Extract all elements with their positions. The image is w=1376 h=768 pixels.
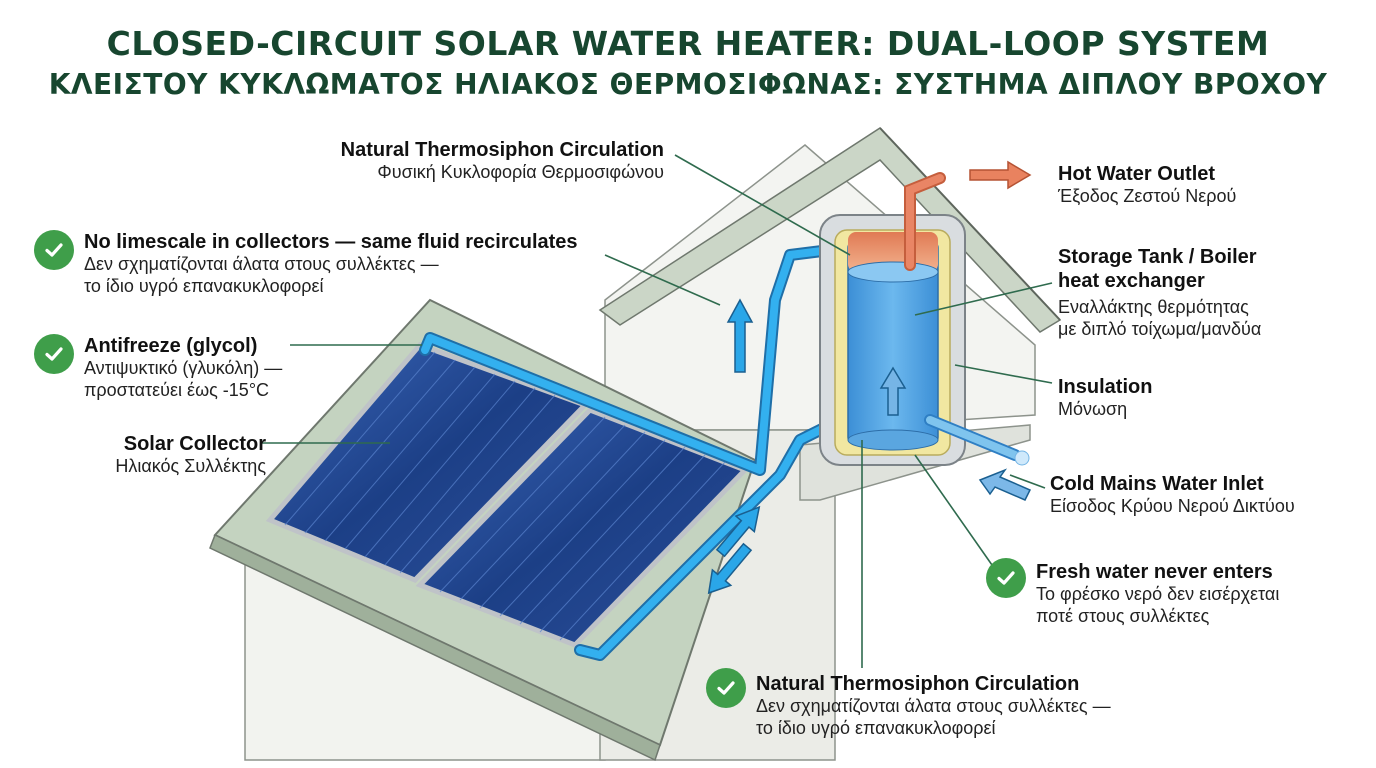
check-circle-icon [706,668,746,708]
storage-tank [819,172,1030,466]
check-circle-icon [986,558,1026,598]
flow-arrow-hot-out-icon [969,160,1032,190]
flow-arrows [707,160,1032,595]
check-circle-icon [34,230,74,270]
callout-thermosiphon-bottom: Natural Thermosiphon Circulation Δεν σχη… [756,673,1111,738]
label-cold-mains-inlet: Cold Mains Water Inlet Είσοδος Κρύου Νερ… [1050,473,1295,516]
solar-collector-panels [265,342,750,648]
label-solar-collector: Solar Collector Ηλιακός Συλλέκτης [115,433,266,476]
collector-loop-pipes [419,244,836,661]
flow-arrow-up-icon [726,298,754,373]
label-thermosiphon-top: Natural Thermosiphon Circulation Φυσική … [340,139,664,182]
flow-arrow-cold-in-icon [978,468,1032,501]
callout-no-limescale: No limescale in collectors — same fluid … [84,231,578,296]
title-english: CLOSED-CIRCUIT SOLAR WATER HEATER: DUAL-… [106,24,1270,63]
flow-arrow-riser-icon [715,505,761,558]
label-hot-water-outlet: Hot Water Outlet Έξοδος Ζεστού Νερού [1058,163,1237,206]
check-circle-icon [34,334,74,374]
title-greek: ΚΛΕΙΣΤΟΥ ΚΥΚΛΩΜΑΤΟΣ ΗΛΙΑΚΟΣ ΘΕΡΜΟΣΙΦΩΝΑΣ… [48,68,1328,101]
flow-arrow-tank-icon [879,366,907,416]
title-block: CLOSED-CIRCUIT SOLAR WATER HEATER: DUAL-… [0,22,1376,104]
flow-arrow-return-icon [707,542,753,595]
label-storage-tank: Storage Tank / Boiler heat exchanger Ενα… [1058,246,1262,339]
callout-antifreeze: Antifreeze (glycol) Αντιψυκτικό (γλυκόλη… [84,335,283,400]
leader-lines [262,154,1053,668]
callout-fresh-water: Fresh water never enters Το φρέσκο νερό … [1036,561,1280,626]
label-insulation: Insulation Μόνωση [1058,376,1153,419]
